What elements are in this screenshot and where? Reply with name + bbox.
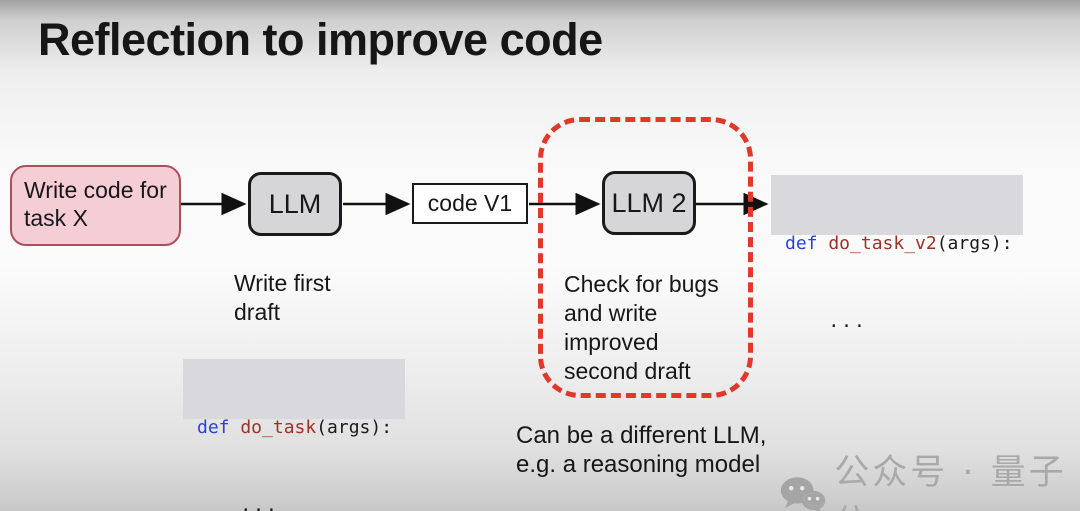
node-llm: LLM — [248, 172, 342, 236]
code-keyword: def — [785, 233, 818, 254]
node-write-code-for-task: Write code for task X — [10, 165, 181, 246]
task-box-line: task X — [24, 205, 88, 231]
code-line: ... — [240, 495, 279, 511]
watermark: 公众号 · 量子位 — [779, 444, 1080, 511]
annotation-write-first-draft: Write first draft — [234, 270, 331, 325]
annotation-check-for-bugs: Check for bugs and write improved second… — [564, 271, 719, 384]
task-box-line: Write code for — [24, 177, 167, 203]
code-v1-label: code V1 — [427, 190, 513, 216]
node-code-v1: code V1 — [412, 183, 528, 224]
code-args: (args): — [936, 233, 1013, 254]
code-function-name: do_task_v2 — [828, 233, 937, 254]
code-snippet-do-task-v2: def do_task_v2(args): ... — [771, 175, 1023, 332]
llm-label: LLM — [268, 188, 322, 219]
node-llm2: LLM 2 — [602, 171, 696, 235]
code-args: (args): — [316, 417, 393, 438]
annotation-different-llm-note: Can be a different LLM, e.g. a reasoning… — [516, 422, 767, 478]
code-snippet-do-task: def do_task(args): ... — [183, 359, 405, 511]
code-line: def do_task(args): — [197, 415, 405, 441]
code-keyword: def — [197, 417, 230, 438]
reflection-dashed-region — [538, 117, 753, 398]
wechat-icon — [780, 477, 826, 511]
slide-title: Reflection to improve code — [38, 14, 603, 65]
llm2-label: LLM 2 — [611, 187, 687, 218]
watermark-text: 公众号 · 量子位 — [834, 453, 1067, 511]
code-line: ... — [828, 311, 867, 332]
code-function-name: do_task — [240, 417, 317, 438]
code-line: def do_task_v2(args): — [785, 231, 1023, 257]
